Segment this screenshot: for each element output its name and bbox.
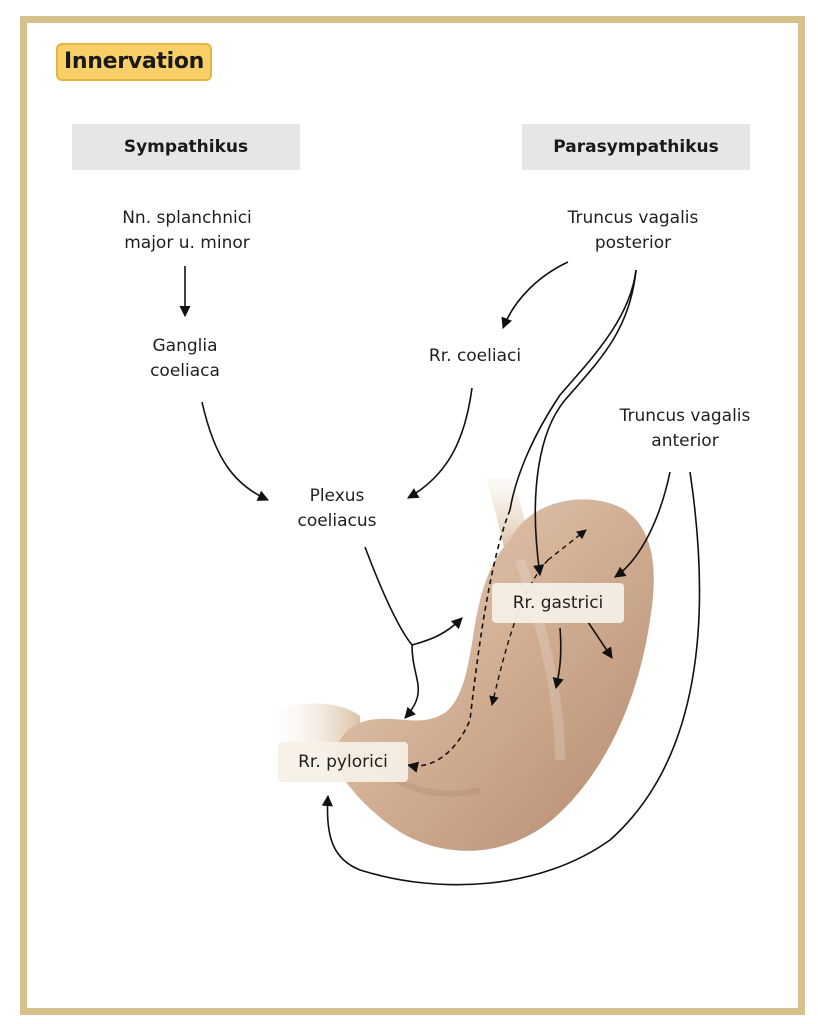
label-rr-gastrici: Rr. gastrici — [492, 583, 624, 623]
label-nn-splanchnici: Nn. splanchnici major u. minor — [122, 208, 252, 253]
label-rr-coeliaci: Rr. coeliaci — [428, 346, 522, 366]
figure-frame — [20, 16, 805, 1015]
label-ganglia-coeliaca: Ganglia coeliaca — [150, 336, 220, 381]
label-truncus-anterior: Truncus vagalis anterior — [619, 406, 751, 451]
title-badge: Innervation — [56, 43, 213, 81]
sympathetic-header: Sympathikus — [72, 124, 300, 170]
parasympathetic-header: Parasympathikus — [522, 124, 750, 170]
label-plexus-coeliacus: Plexus coeliacus — [297, 486, 377, 531]
stomach — [335, 499, 654, 851]
label-rr-pylorici: Rr. pylorici — [278, 742, 408, 782]
label-truncus-posterior: Truncus vagalis posterior — [567, 208, 699, 253]
